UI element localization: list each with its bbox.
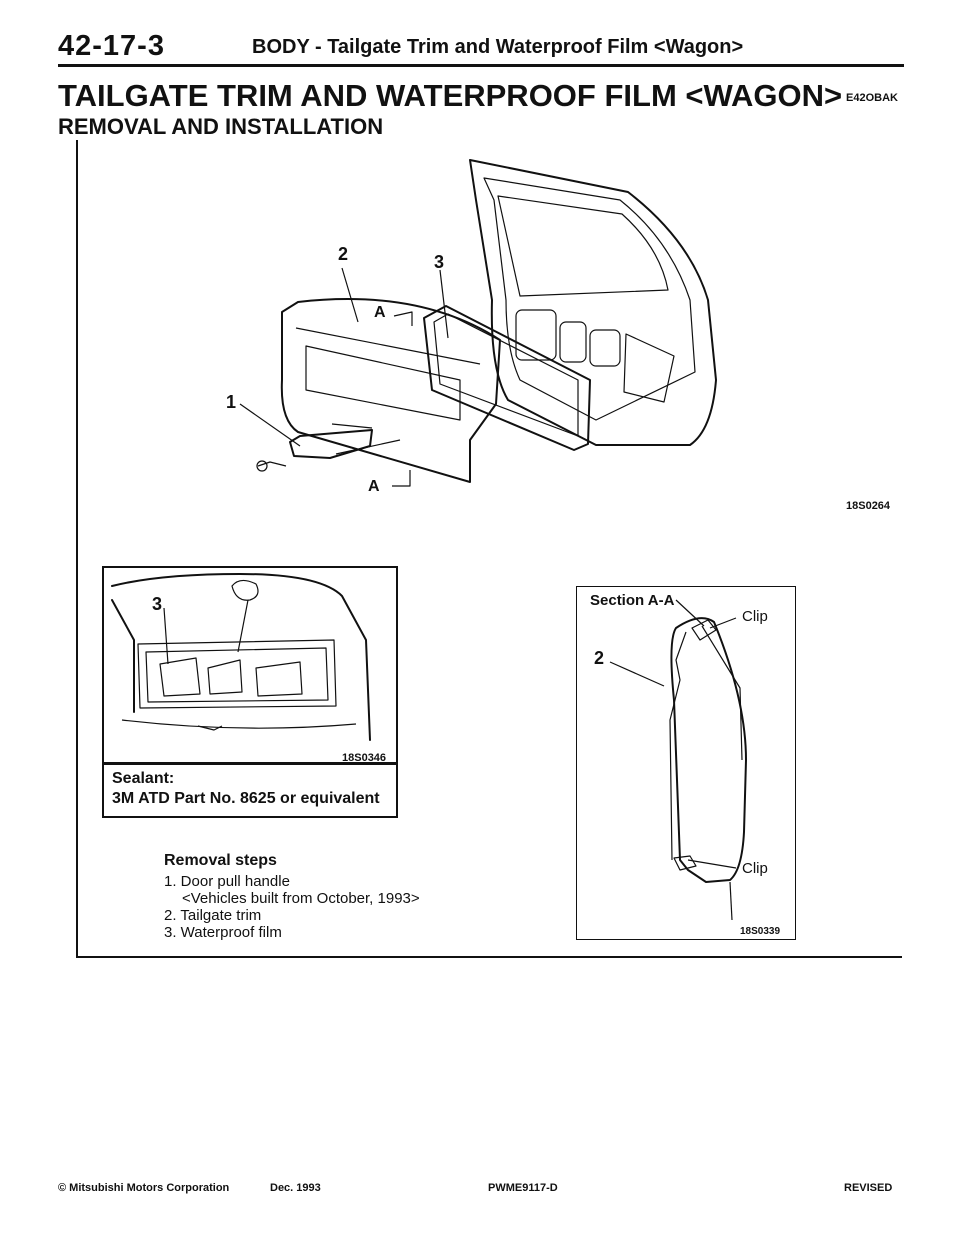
removal-steps-title: Removal steps (164, 852, 277, 869)
sealant-figure-frame (102, 566, 398, 764)
sealant-label: Sealant: (112, 770, 175, 787)
clip-label-top: Clip (742, 608, 768, 625)
section-figure-frame (576, 586, 796, 940)
removal-step: 2. Tailgate trim (164, 907, 262, 924)
content-left-rule (76, 140, 78, 956)
footer-status: REVISED (844, 1182, 893, 1194)
section-callout-2: 2 (594, 648, 605, 668)
figure-code-sealant: 18S0346 (342, 752, 387, 764)
page-title: TAILGATE TRIM AND WATERPROOF FILM <WAGON… (58, 78, 843, 113)
section-title-label: Section A-A (590, 592, 675, 609)
section-title: BODY - Tailgate Trim and Waterproof Film… (252, 36, 744, 58)
figure-code-section: 18S0339 (740, 926, 781, 937)
footer-doc-code: PWME9117-D (488, 1182, 558, 1194)
footer-date: Dec. 1993 (270, 1182, 321, 1194)
clip-label-bottom: Clip (742, 860, 768, 877)
sealant-callout-3: 3 (152, 594, 163, 614)
section-marker-bottom: A (368, 478, 380, 495)
callout-2: 2 (338, 244, 349, 264)
title-code: E42OBAK (846, 92, 898, 104)
removal-step: 1. Door pull handle (164, 873, 290, 890)
removal-step: 3. Waterproof film (164, 924, 282, 941)
removal-steps: Removal steps 1. Door pull handle <Vehic… (164, 852, 420, 941)
sealant-note: Sealant: 3M ATD Part No. 8625 or equival… (102, 764, 398, 818)
figure-code-main: 18S0264 (846, 500, 891, 512)
content-bottom-rule (76, 956, 902, 958)
section-marker-top: A (374, 304, 386, 321)
page-subtitle: REMOVAL AND INSTALLATION (58, 114, 384, 139)
removal-step-note: <Vehicles built from October, 1993> (182, 890, 420, 907)
footer-copyright: © Mitsubishi Motors Corporation (58, 1182, 230, 1194)
callout-3: 3 (434, 252, 445, 272)
sealant-spec: 3M ATD Part No. 8625 or equivalent (112, 790, 380, 807)
header-divider (58, 64, 904, 67)
page-number: 42-17-3 (58, 30, 165, 62)
callout-1: 1 (226, 392, 237, 412)
